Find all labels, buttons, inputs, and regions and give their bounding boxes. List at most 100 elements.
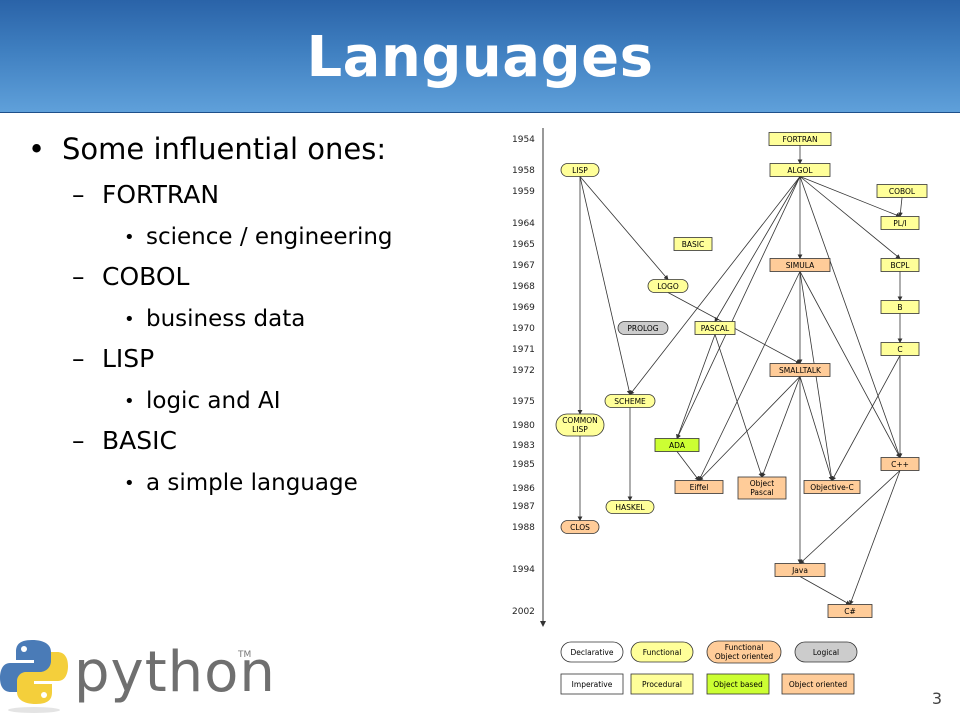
bullet-basic-detail-text: a simple language — [146, 470, 358, 496]
node-fortran: FORTRAN — [768, 132, 832, 146]
edge-c-objc — [831, 355, 901, 482]
node-label: B — [897, 303, 902, 312]
node-cobol: COBOL — [876, 184, 928, 198]
year-label: 1971 — [512, 345, 535, 355]
dash-mark: – — [72, 344, 85, 373]
node-pascal: PASCAL — [694, 321, 736, 335]
bullet-lisp-detail-text: logic and AI — [146, 388, 281, 414]
edge-java-csharp — [799, 576, 851, 605]
node-label: FORTRAN — [782, 135, 817, 144]
bullet-cobol-label: COBOL — [102, 262, 190, 291]
edge-algol-cpp — [799, 176, 901, 459]
node-logo: LOGO — [647, 279, 689, 293]
year-label: 1959 — [512, 187, 535, 197]
legend-item: Object based — [706, 673, 770, 695]
edge-cpp-csharp — [849, 470, 901, 606]
edge-algol-ada — [676, 176, 801, 440]
year-label: 1958 — [512, 166, 535, 176]
node-label: COMMON — [562, 416, 598, 425]
bullet-cobol-detail-text: business data — [146, 306, 306, 332]
legend-item: Declarative — [560, 641, 624, 663]
bullet-intro-text: Some influential ones: — [62, 132, 387, 166]
bullet-mark: • — [124, 473, 135, 494]
legend-label: Procedural — [642, 680, 682, 689]
edge-lisp-logo — [579, 176, 669, 281]
year-label: 1983 — [512, 441, 535, 451]
node-label: HASKEL — [615, 503, 645, 512]
node-eiffel: Eiffel — [674, 480, 724, 494]
year-label: 1967 — [512, 261, 535, 271]
edge-algol-pli — [799, 176, 901, 218]
node-algol: ALGOL — [769, 163, 831, 177]
node-label: Pascal — [750, 488, 774, 497]
bullet-mark: • — [124, 309, 135, 330]
trademark: TM — [238, 650, 252, 660]
node-label: Object — [750, 479, 774, 488]
year-label: 1969 — [512, 303, 535, 313]
bullet-fortran-label: FORTRAN — [102, 180, 220, 209]
node-label: SCHEME — [614, 397, 646, 406]
year-label: 1964 — [512, 219, 535, 229]
year-label: 1965 — [512, 240, 535, 250]
legend-item: Functional — [630, 641, 694, 663]
node-label: LISP — [572, 425, 588, 434]
year-label: 1980 — [512, 421, 535, 431]
slide-title: Languages — [306, 25, 654, 90]
edges — [577, 145, 903, 606]
edge-algol-pascal — [714, 176, 801, 323]
bullet-basic-label: BASIC — [102, 426, 177, 455]
node-label: C — [897, 345, 902, 354]
page-number: 3 — [931, 689, 942, 708]
bullet-lisp-label: LISP — [102, 344, 155, 373]
node-c: C — [880, 342, 920, 356]
edge-algol-bcpl — [799, 176, 901, 260]
edge-smalltalk-objpascal — [761, 376, 801, 478]
node-b: B — [880, 300, 920, 314]
year-label: 1987 — [512, 502, 535, 512]
node-label: Eiffel — [690, 483, 709, 492]
node-haskel: HASKEL — [605, 500, 655, 514]
year-axis: 1954195819591964196519671968196919701971… — [512, 128, 546, 627]
legend-label: Declarative — [571, 648, 614, 657]
bullet-mark: • — [28, 132, 46, 166]
legend-label: Object oriented — [715, 652, 773, 661]
legend-label: Logical — [813, 648, 839, 657]
title-bar — [0, 0, 960, 113]
bullet-fortran-detail-text: science / engineering — [146, 224, 393, 250]
node-prolog: PROLOG — [617, 321, 669, 335]
year-label: 1968 — [512, 282, 535, 292]
node-label: PROLOG — [627, 324, 658, 333]
python-wordmark: python — [74, 640, 276, 705]
bullet-mark: • — [124, 391, 135, 412]
node-label: BASIC — [682, 240, 705, 249]
node-label: C# — [844, 607, 856, 616]
dash-mark: – — [72, 180, 85, 209]
legend-item: Procedural — [630, 673, 694, 695]
bullet-mark: • — [124, 227, 135, 248]
edge-pascal-ada — [676, 334, 716, 440]
node-label: ALGOL — [787, 166, 813, 175]
legend-label: Object oriented — [789, 680, 847, 689]
node-clos: CLOS — [560, 520, 600, 534]
node-label: Objective-C — [810, 483, 854, 492]
node-label: PASCAL — [701, 324, 730, 333]
legend-item: Object oriented — [781, 673, 855, 695]
year-label: 1994 — [512, 565, 535, 575]
legend-item: Imperative — [560, 673, 624, 695]
year-label: 1970 — [512, 324, 535, 334]
year-label: 2002 — [512, 607, 535, 617]
node-pli: PL/I — [880, 216, 920, 230]
legend-item: Logical — [794, 641, 858, 663]
year-label: 1972 — [512, 366, 535, 376]
dash-mark: – — [72, 426, 85, 455]
year-label: 1986 — [512, 484, 535, 494]
node-label: CLOS — [570, 523, 590, 532]
node-scheme: SCHEME — [604, 394, 656, 408]
edge-lisp-scheme — [579, 176, 632, 396]
python-logo-icon — [0, 640, 68, 713]
edge-smalltalk-objc — [799, 376, 834, 482]
legend-label: Functional — [725, 643, 764, 652]
